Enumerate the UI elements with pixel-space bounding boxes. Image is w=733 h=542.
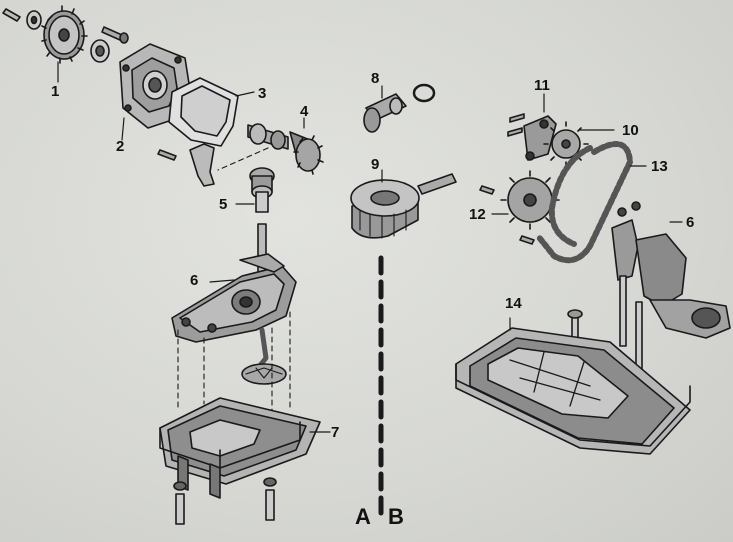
part-10-sprocket xyxy=(543,121,615,167)
part-1-sprocket xyxy=(2,5,129,83)
part-6a-oil-pump xyxy=(171,223,297,385)
part-3-gasket xyxy=(168,77,255,147)
part-6b-oil-pump xyxy=(611,201,731,383)
part-7-oil-pan xyxy=(159,397,331,499)
pan-bolts xyxy=(173,477,277,525)
callout-12: 12 xyxy=(469,206,486,223)
part-9-oil-filter xyxy=(350,169,457,239)
part-5-drive-gear xyxy=(235,167,275,213)
callout-13: 13 xyxy=(651,158,668,175)
callout-2: 2 xyxy=(116,138,125,155)
part-12-sprocket xyxy=(479,170,560,245)
callout-10: 10 xyxy=(622,122,639,139)
callout-8: 8 xyxy=(371,70,380,87)
section-a-label: A xyxy=(355,504,371,529)
part-8-fitting xyxy=(363,83,436,133)
callout-4: 4 xyxy=(300,103,309,120)
callout-6b: 6 xyxy=(686,214,695,231)
callout-14: 14 xyxy=(505,295,522,312)
callout-3: 3 xyxy=(258,85,267,102)
part-14-oil-pan xyxy=(455,309,691,455)
callout-5: 5 xyxy=(219,196,228,213)
part-11-tensioner xyxy=(507,93,557,161)
callout-9: 9 xyxy=(371,156,380,173)
callout-7: 7 xyxy=(331,424,340,441)
section-b-label: B xyxy=(388,504,404,529)
part-4-gear-shaft xyxy=(247,117,324,175)
bracket xyxy=(157,143,215,187)
callout-11: 11 xyxy=(534,77,550,94)
callout-6a: 6 xyxy=(190,272,199,289)
part-13-chain xyxy=(535,141,647,264)
callout-1: 1 xyxy=(51,83,60,100)
